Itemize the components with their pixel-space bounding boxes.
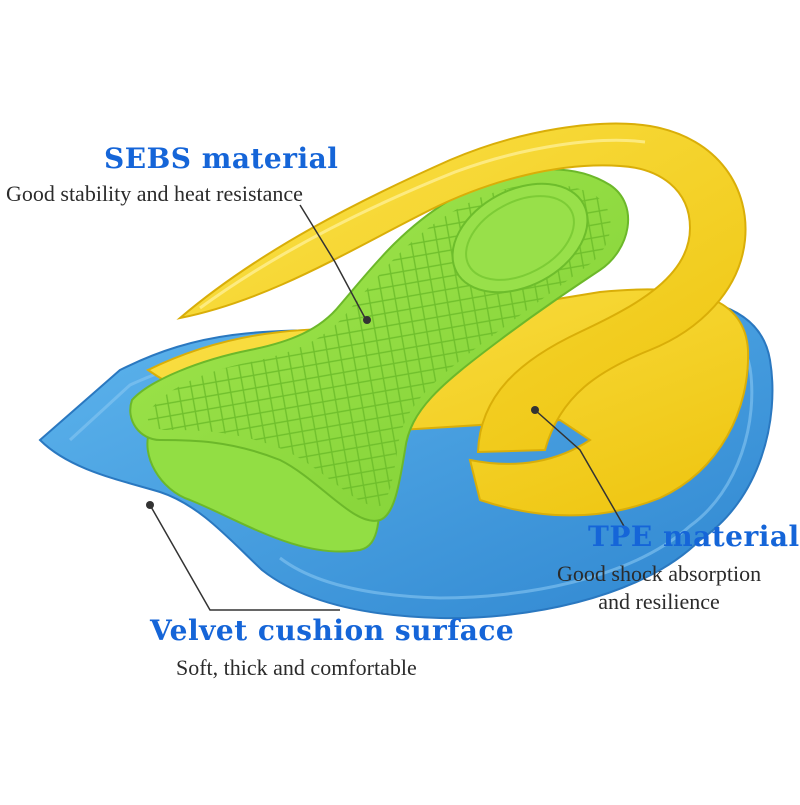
- tpe-description-line-1: Good shock absorption: [557, 561, 762, 586]
- sebs-material-description: Good stability and heat resistance: [6, 181, 303, 206]
- yellow-upper-u-layer: [176, 122, 747, 454]
- velvet-leader-dot: [146, 501, 154, 509]
- heel-cup-circle: [451, 182, 589, 294]
- velvet-cushion-title: Velvet cushion surface: [150, 614, 515, 647]
- sebs-leader-line: [299, 204, 366, 319]
- sebs-material-title: SEBS material: [104, 142, 339, 175]
- sebs-leader-dot: [363, 316, 371, 324]
- tpe-description-line-2: and resilience: [598, 589, 720, 614]
- tpe-leader-dot: [531, 406, 539, 414]
- heel-cup-inner-circle: [465, 195, 575, 281]
- tpe-material-title: TPE material: [588, 520, 800, 553]
- velvet-leader-line: [149, 504, 340, 611]
- velvet-cushion-description: Soft, thick and comfortable: [176, 655, 417, 680]
- tpe-leader-line: [534, 409, 626, 529]
- tpe-material-description: Good shock absorption and resilience: [557, 560, 761, 616]
- yellow-upper-highlight: [199, 138, 646, 310]
